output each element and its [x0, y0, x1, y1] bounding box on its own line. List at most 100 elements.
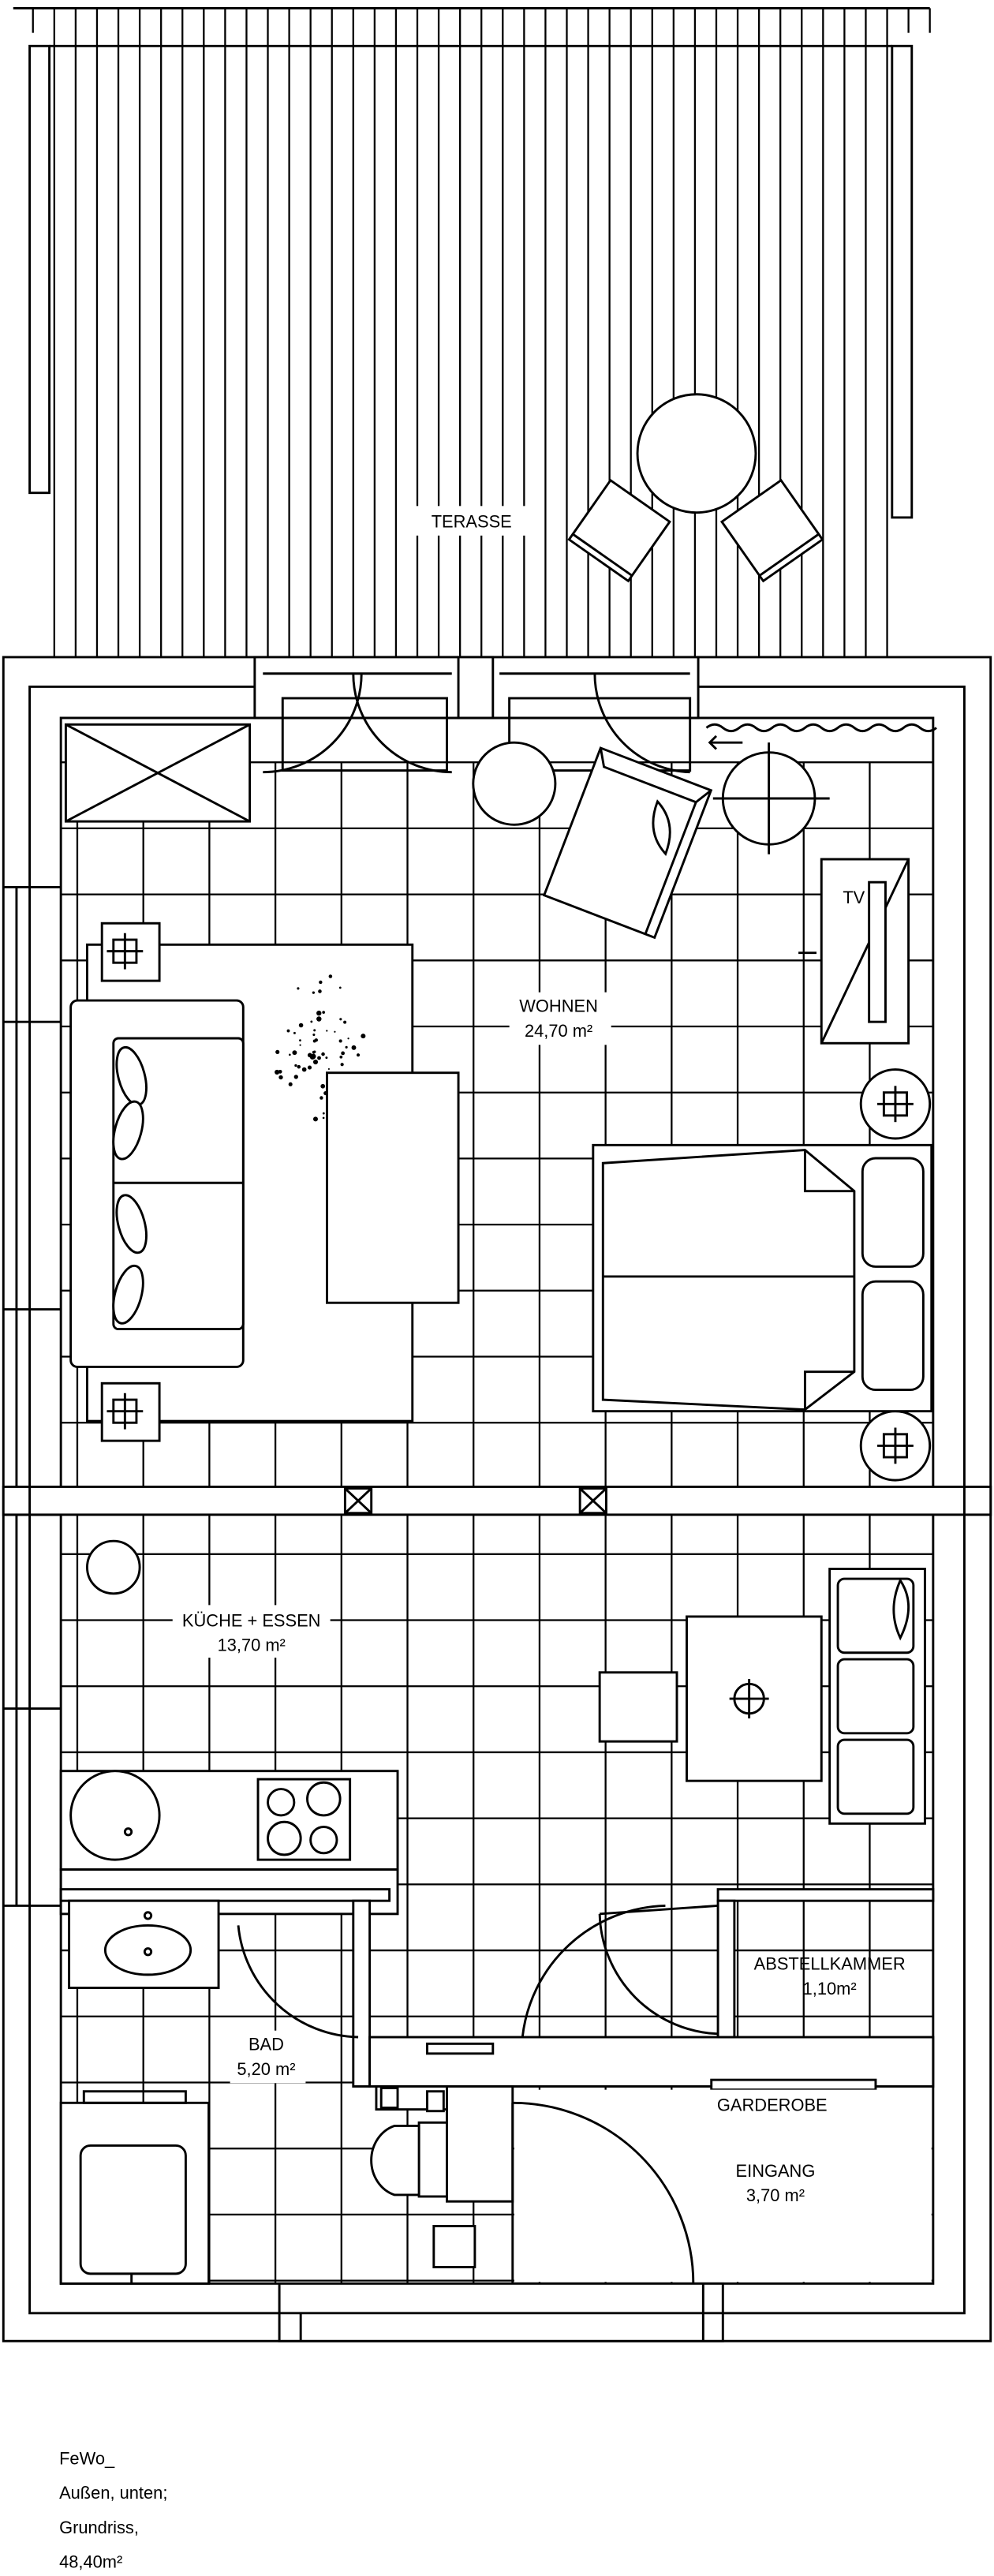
plant-leaf — [297, 1064, 301, 1069]
floor-lamp — [712, 742, 830, 854]
plant-leaf — [293, 1031, 296, 1034]
plant-leaf — [326, 1030, 328, 1032]
caption-line-1: FeWo_ — [59, 2448, 115, 2468]
entrance-door[interactable] — [511, 2101, 695, 2284]
plant-leaf — [301, 1067, 307, 1072]
plant-leaf — [311, 1053, 316, 1060]
plant-leaf — [307, 1065, 312, 1070]
caption-line-4: 48,40m² — [59, 2552, 122, 2572]
armchair — [542, 746, 713, 940]
plant-leaf — [312, 1116, 318, 1122]
plant-leaf — [339, 1055, 343, 1059]
plant-leaf — [286, 1029, 290, 1033]
plant-leaf — [312, 1059, 319, 1065]
sofa — [69, 999, 245, 1368]
storage-area: 1,10m² — [803, 1979, 857, 1998]
terrace-chair-right — [719, 478, 824, 583]
interior-wall — [2, 1485, 992, 1516]
plant-leaf — [325, 1056, 328, 1060]
plant-leaf — [313, 1029, 316, 1032]
bottom-openings — [278, 2282, 724, 2342]
washbasin — [68, 1899, 220, 1990]
plant-leaf — [322, 1112, 325, 1115]
kitchen-door[interactable] — [521, 1904, 666, 2038]
wardrobe-label: GARDEROBE — [717, 2096, 828, 2115]
caption-line-3: Grundriss, — [59, 2518, 139, 2537]
dining-table — [686, 1615, 823, 1782]
plant-leaf — [299, 1039, 301, 1042]
plant-leaf — [334, 1030, 336, 1033]
plant-leaf — [310, 1020, 313, 1023]
plant-leaf — [275, 1069, 280, 1075]
plant-leaf — [356, 1053, 361, 1057]
plant-leaf — [328, 974, 333, 978]
plant-leaf — [327, 1067, 330, 1070]
plant-leaf — [289, 1053, 291, 1056]
plan-caption: FeWo_ Außen, unten; Grundriss, 48,40m² — [59, 2448, 167, 2571]
plant-leaf — [319, 980, 323, 985]
nightstand-bottom — [859, 1410, 932, 1482]
plant-leaf — [316, 1010, 322, 1016]
plant-leaf — [293, 1075, 298, 1079]
plant-leaf — [294, 1064, 297, 1067]
storage-label: ABSTELLKAMMER — [754, 1954, 906, 1974]
bath-label: BAD — [248, 2035, 284, 2054]
plant-leaf — [347, 1038, 349, 1040]
plant-leaf — [318, 989, 322, 993]
plant-leaf — [297, 987, 300, 990]
terrace-table — [636, 393, 757, 514]
plant-leaf — [321, 1052, 325, 1056]
lower-walls — [59, 1888, 935, 2203]
plant-leaf — [339, 1018, 342, 1021]
bench — [828, 1568, 926, 1825]
double-bed — [592, 1143, 933, 1413]
toilet — [370, 2087, 476, 2268]
caption-line-2: Außen, unten; — [59, 2483, 167, 2503]
plant-leaf — [317, 1056, 321, 1060]
cooktop — [256, 1778, 352, 1861]
bath-door[interactable] — [237, 1925, 359, 2039]
plant-leaf — [361, 1034, 366, 1039]
storage-door[interactable] — [598, 1904, 719, 2036]
plant-leaf — [292, 1050, 297, 1056]
round-side-table — [472, 741, 557, 826]
eingang-floor — [514, 2089, 932, 2283]
plant-leaf — [278, 1075, 283, 1080]
plant-leaf — [275, 1049, 280, 1054]
plant-leaf — [343, 1020, 347, 1024]
plant-leaf — [312, 1050, 316, 1054]
curtain — [705, 723, 937, 750]
terrace: TERASSE — [13, 6, 931, 657]
plant-leaf — [320, 1083, 326, 1089]
entrance-area: 3,70 m² — [746, 2185, 805, 2205]
coffee-table — [326, 1071, 460, 1304]
terrace-doors[interactable] — [253, 656, 700, 774]
stool — [86, 1539, 141, 1595]
bath-area: 5,20 m² — [237, 2059, 295, 2079]
plant-leaf — [345, 1045, 348, 1049]
dining-chair — [598, 1671, 678, 1743]
living-room-area: 24,70 m² — [525, 1021, 592, 1041]
plant-leaf — [340, 1063, 344, 1067]
plant-leaf — [312, 1039, 316, 1043]
living-room-label: WOHNEN — [519, 996, 598, 1016]
terrace-chair-left — [567, 478, 671, 583]
kitchen-area: 13,70 m² — [218, 1636, 286, 1655]
plant-leaf — [298, 1023, 304, 1028]
wardrobe-cabinet — [64, 723, 252, 823]
kitchen-label: KÜCHE + ESSEN — [182, 1610, 321, 1630]
plant-leaf — [320, 1096, 323, 1100]
plant-leaf — [322, 1011, 326, 1014]
plant-leaf — [312, 991, 316, 994]
bathtub — [59, 2090, 211, 2285]
sink — [69, 1770, 161, 1861]
nightstand-top — [859, 1068, 932, 1140]
plant-leaf — [312, 1033, 316, 1037]
side-table-bottom — [100, 1381, 161, 1442]
plant-leaf — [288, 1082, 293, 1086]
plant-leaf — [341, 1051, 346, 1056]
tv-unit: TV — [798, 858, 910, 1045]
plant-leaf — [316, 1016, 322, 1022]
terrace-label: TERASSE — [432, 511, 512, 531]
